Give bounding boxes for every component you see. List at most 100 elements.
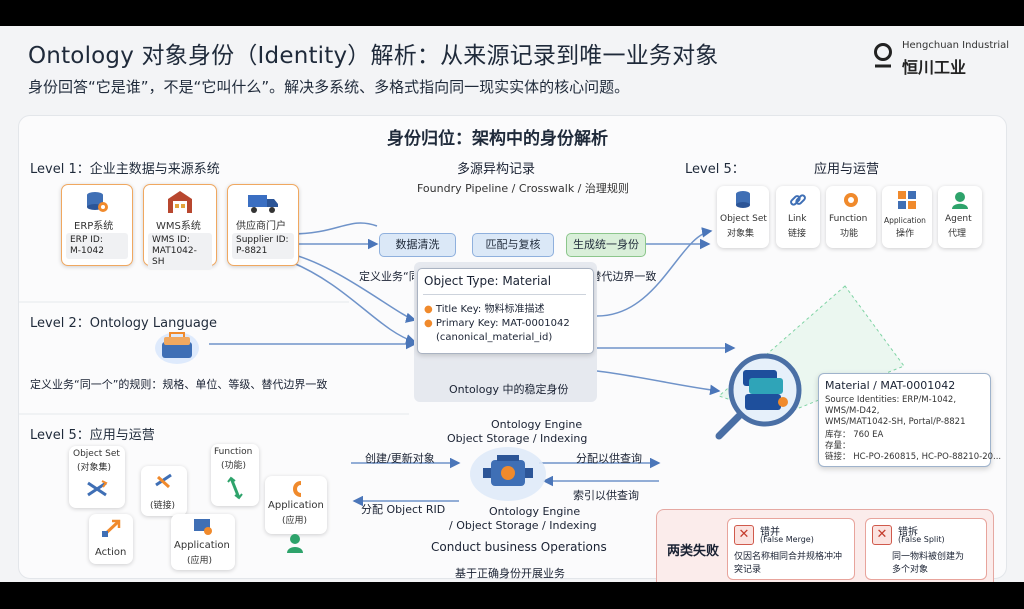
object-type-title-key: ● Title Key: 物料标准描述	[424, 300, 544, 315]
source-id-value-wms: MAT1042-SH	[152, 246, 197, 267]
level2-heading: Level 2：Ontology Language	[30, 316, 218, 331]
bottom-tile-link[interactable]: (链接)	[141, 466, 187, 516]
right-application-line2: (应用)	[282, 516, 308, 526]
app-tile-object-set[interactable]: Object Set 对象集	[717, 186, 769, 248]
app-tile-application[interactable]: Application 操作	[882, 186, 932, 248]
level5-top-heading: Level 5：	[685, 162, 745, 177]
bottom-function-line1: Function	[214, 447, 253, 457]
material-popup-line: 存量：	[825, 441, 851, 451]
link-icon	[790, 194, 806, 206]
app-tile-object-set-line1: Object Set	[720, 214, 767, 224]
bottom-tile-application[interactable]: Application (应用)	[171, 514, 235, 570]
panel-title: 身份归位：架构中的身份解析	[387, 129, 608, 149]
app-tile-function[interactable]: Function 功能	[826, 186, 876, 248]
step-cleanse[interactable]: 数据清洗	[379, 233, 456, 257]
source-id-label-supplier: Supplier ID:	[236, 235, 289, 245]
failure-split-desc1: 同一物料被创建为	[892, 552, 965, 562]
object-type-primary-key-sub: (canonical_material_id)	[436, 332, 553, 343]
app-tile-function-line1: Function	[829, 214, 868, 224]
failure-merge-desc2: 突记录	[734, 565, 762, 575]
object-type-card[interactable]: Object Type: Material ● Title Key: 物料标准描…	[417, 268, 594, 354]
material-popup-line: WMS/MAT1042-SH, Portal/P-8821	[825, 417, 966, 427]
app-tile-link-line2: 链接	[788, 229, 807, 239]
source-card-supplier[interactable]: 供应商门户 Supplier ID: P-8821	[227, 184, 299, 266]
architecture-panel: 身份归位：架构中的身份解析 Level 1：企业主数据与来源系统 ERP系统 E…	[18, 115, 1007, 582]
object-type-divider	[423, 294, 586, 295]
ontology-language-icon	[155, 332, 199, 364]
brand-logo-icon	[874, 43, 892, 68]
user-icon	[287, 534, 303, 553]
failure-split-title: 错拆	[898, 527, 918, 538]
truck-icon	[248, 195, 278, 213]
bottom-application-line1: Application	[174, 540, 230, 551]
failure-split-desc2: 多个对象	[892, 565, 929, 575]
bottom-application-line2: (应用)	[187, 556, 213, 566]
source-card-erp[interactable]: ERP系统 ERP ID: M-1042	[61, 184, 133, 266]
failure-card-merge[interactable]: ✕ 错并 (False Merge) 仅因名称相同合并规格冲冲 突记录	[727, 518, 855, 580]
material-popup-title: Material / MAT-0001042	[825, 379, 956, 392]
engine-bottom-line2: / Object Storage / Indexing	[449, 519, 597, 532]
arrow-label-query: 分配以供查询	[576, 452, 642, 465]
source-name-erp: ERP系统	[74, 221, 114, 232]
app-tile-agent-line1: Agent	[945, 214, 972, 224]
shuffle-icon	[87, 480, 108, 497]
engine-bottom-line1: Ontology Engine	[489, 505, 581, 518]
bottom-tile-application-right[interactable]: Application (应用)	[265, 476, 327, 534]
database-gear-icon	[87, 192, 108, 212]
x-close-icon: ✕	[734, 525, 754, 545]
material-search-icon	[715, 353, 802, 440]
app-tile-object-set-line2: 对象集	[727, 229, 755, 239]
bottom-tile-function[interactable]: Function (功能)	[211, 444, 259, 506]
app-tile-agent[interactable]: Agent 代理	[938, 186, 982, 248]
title-key-bullet-icon: ●	[424, 304, 436, 315]
bottom-tile-action[interactable]: Action	[89, 514, 133, 564]
bottom-tile-object-set[interactable]: Object Set (对象集)	[69, 446, 125, 508]
failure-merge-desc1: 仅因名称相同合并规格冲冲	[734, 552, 843, 562]
engine-top-line1: Ontology Engine	[491, 418, 583, 431]
brand-name-cn: 恒川工业	[902, 58, 967, 77]
app-tile-link[interactable]: Link 链接	[776, 186, 820, 248]
bottom-link-label: (链接)	[150, 501, 176, 511]
source-id-label-wms: WMS ID:	[152, 235, 190, 245]
link-icon	[155, 473, 172, 489]
engine-ops: Conduct business Operations	[431, 540, 607, 554]
bottom-action-label: Action	[95, 547, 127, 558]
failure-merge-en: (False Merge)	[760, 535, 814, 544]
app-tile-link-line1: Link	[788, 214, 807, 224]
source-id-erp: ERP ID: M-1042	[66, 233, 128, 259]
object-type-title: Object Type: Material	[424, 274, 552, 288]
step-generate-identity[interactable]: 生成统一身份	[566, 233, 646, 257]
source-name-wms: WMS系统	[156, 221, 201, 232]
material-detail-popup[interactable]: Material / MAT-0001042 Source Identities…	[818, 373, 1001, 467]
multisource-heading: 多源异构记录	[457, 162, 536, 177]
page-title: Ontology 对象身份（Identity）解析：从来源记录到唯一业务对象	[28, 43, 719, 69]
engine-ops-cn: 基于正确身份开展业务	[455, 567, 565, 580]
source-id-label-erp: ERP ID:	[70, 235, 103, 245]
step-match-review[interactable]: 匹配与复核	[472, 233, 554, 257]
app-tile-agent-line2: 代理	[948, 229, 967, 239]
source-id-value-supplier: P-8821	[236, 246, 268, 256]
level5-bottom-heading: Level 5：应用与运营	[30, 428, 155, 443]
source-id-supplier: Supplier ID: P-8821	[232, 233, 294, 259]
level5-top-subheading: 应用与运营	[814, 162, 880, 177]
warehouse-icon	[168, 191, 192, 213]
page-subtitle: 身份回答“它是谁”，不是“它叫什么”。解决多系统、多格式指向同一现实实体的核心问…	[28, 78, 630, 96]
swap-arrows-icon	[227, 476, 243, 500]
app-tile-function-line2: 功能	[840, 229, 859, 239]
object-type-caption: Ontology 中的稳定身份	[449, 383, 569, 396]
app-tile-application-line1: Application	[884, 216, 926, 225]
material-popup-line: WMS/M-D42,	[825, 406, 880, 416]
primary-key-bullet-icon: ●	[424, 318, 436, 329]
brand-name-en: Hengchuan Industrial	[902, 40, 1010, 51]
level2-rule: 定义业务“同一个”的规则：规格、单位、等级、替代边界一致	[30, 378, 328, 391]
bottom-function-line2: (功能)	[221, 461, 247, 471]
level1-heading: Level 1：企业主数据与来源系统	[30, 162, 220, 177]
failure-card-split[interactable]: ✕ 错拆 (False Split) 同一物料被创建为 多个对象	[865, 518, 987, 580]
source-name-supplier: 供应商门户	[236, 221, 286, 232]
failure-heading: 两类失败	[667, 544, 720, 559]
app-tile-application-line2: 操作	[896, 229, 915, 239]
object-type-primary-key-text: Primary Key: MAT-0001042	[435, 318, 570, 329]
engine-top-line2: Object Storage / Indexing	[447, 432, 588, 445]
failure-panel: 两类失败 ✕ 错并 (False Merge) 仅因名称相同合并规格冲冲 突记录…	[656, 509, 994, 582]
source-card-wms[interactable]: WMS系统 WMS ID: MAT1042-SH	[143, 184, 217, 270]
